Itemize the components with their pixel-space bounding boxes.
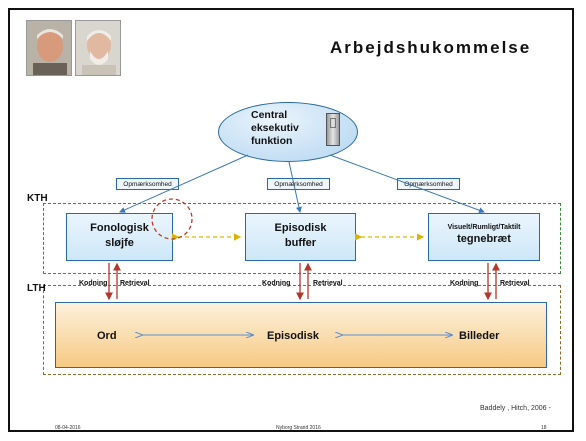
episodic-buffer-line2: buffer (284, 237, 317, 249)
attention-tag-center: Opmærksomhed (267, 178, 330, 190)
slide-title: Arbejdshukommelse (330, 38, 532, 57)
door-icon (326, 113, 340, 146)
retrieval-label-center: Retrieval (313, 280, 343, 287)
kth-label: KTH (27, 193, 48, 204)
footer-page-number: 18 (541, 425, 547, 431)
portrait-photo-2 (75, 20, 121, 76)
visuospatial-sketchpad-line2: tegnebræt (457, 233, 511, 245)
visuospatial-sketchpad-box: Visuelt/Rumligt/Taktilt tegnebræt (428, 213, 540, 261)
lth-episodisk: Episodisk (267, 330, 319, 342)
phonological-loop-line2: sløjfe (105, 237, 134, 249)
lth-label: LTH (27, 283, 46, 294)
phonological-loop-line1: Fonologisk (90, 222, 149, 234)
attention-tag-left: Opmærksomhed (116, 178, 179, 190)
exec-to-sketch-arrow (329, 154, 485, 214)
central-executive-label: Central eksekutiv funktion (251, 109, 299, 147)
coding-label-center: Kodning (262, 280, 291, 287)
slide-frame (8, 8, 574, 432)
attention-tag-right: Opmærksomhed (397, 178, 460, 190)
lth-region (43, 285, 561, 375)
phonological-loop-box: Fonologisk sløjfe (66, 213, 173, 261)
retrieval-label-right: Retrieval (500, 280, 530, 287)
footer-venue: Nyborg Strand 2016 (276, 425, 321, 431)
lth-ord: Ord (97, 330, 117, 342)
episodic-buffer-line1: Episodisk (274, 222, 327, 234)
visuospatial-sketchpad-line1: Visuelt/Rumligt/Taktilt (447, 224, 521, 231)
footer-citation: Baddely , Hitch, 2006 - (480, 405, 551, 412)
highlight-circle (151, 198, 193, 240)
exec-to-phono-arrow (119, 154, 249, 213)
coding-label-right: Kodning (450, 280, 479, 287)
exec-to-buffer-arrow (288, 161, 302, 213)
coding-label-left: Kodning (79, 280, 108, 287)
kth-region (43, 203, 561, 274)
retrieval-label-left: Retrieval (120, 280, 150, 287)
portrait-photo-1 (26, 20, 72, 76)
lth-billeder: Billeder (459, 330, 500, 342)
episodic-buffer-box: Episodisk buffer (245, 213, 356, 261)
footer-date: 08-04-2016 (55, 425, 81, 431)
